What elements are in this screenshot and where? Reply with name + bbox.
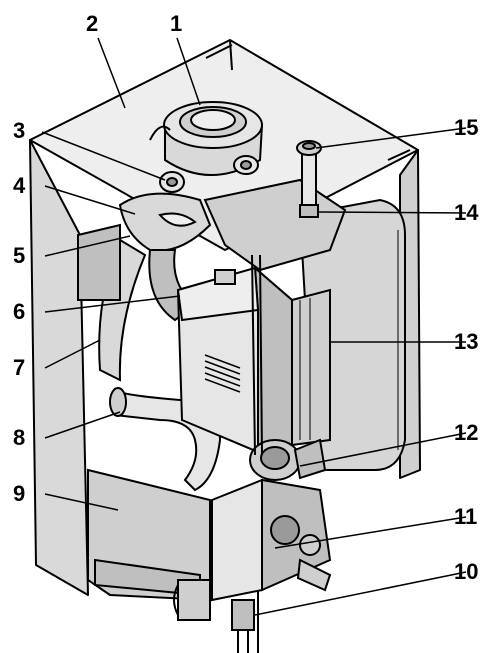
leader-2 bbox=[97, 37, 126, 109]
label-4: 4 bbox=[13, 173, 26, 198]
leader-1 bbox=[176, 37, 201, 106]
sensor-bracket bbox=[159, 171, 185, 193]
casing-left-wall bbox=[29, 139, 89, 596]
top-slot-2 bbox=[387, 149, 411, 161]
label-1: 1 bbox=[170, 11, 183, 36]
label-8: 8 bbox=[13, 425, 26, 450]
leader-6 bbox=[44, 295, 181, 313]
control-box bbox=[176, 265, 293, 454]
top-slot-1 bbox=[205, 44, 233, 59]
label-15: 15 bbox=[454, 115, 479, 140]
leader-11 bbox=[274, 516, 467, 549]
leader-10 bbox=[254, 571, 467, 616]
label-2: 2 bbox=[86, 11, 99, 36]
label-13: 13 bbox=[454, 329, 479, 354]
label-14: 14 bbox=[454, 200, 479, 225]
label-6: 6 bbox=[13, 299, 26, 324]
leader-3 bbox=[41, 131, 166, 181]
leader-5 bbox=[44, 235, 131, 257]
leader-lines bbox=[41, 37, 467, 616]
central-pipe bbox=[251, 254, 263, 456]
control-box-vents bbox=[204, 354, 241, 393]
label-3: 3 bbox=[13, 118, 26, 143]
flue-connector bbox=[149, 101, 264, 176]
label-11: 11 bbox=[454, 504, 478, 529]
label-5: 5 bbox=[13, 243, 26, 268]
leader-12 bbox=[299, 432, 467, 467]
label-9: 9 bbox=[13, 481, 26, 506]
leader-7 bbox=[44, 339, 101, 369]
valve bbox=[173, 579, 259, 653]
leader-8 bbox=[44, 411, 121, 439]
leader-4 bbox=[44, 185, 136, 215]
pump bbox=[249, 438, 327, 481]
label-7: 7 bbox=[13, 355, 26, 380]
label-12: 12 bbox=[454, 420, 479, 445]
heat-exchanger bbox=[291, 288, 331, 447]
air-vent bbox=[296, 140, 322, 218]
label-10: 10 bbox=[454, 559, 479, 584]
leader-14 bbox=[317, 211, 467, 214]
leader-15 bbox=[315, 127, 467, 149]
leader-9 bbox=[44, 493, 119, 511]
hydraulic-block bbox=[211, 478, 332, 602]
lower-housing bbox=[87, 468, 211, 602]
